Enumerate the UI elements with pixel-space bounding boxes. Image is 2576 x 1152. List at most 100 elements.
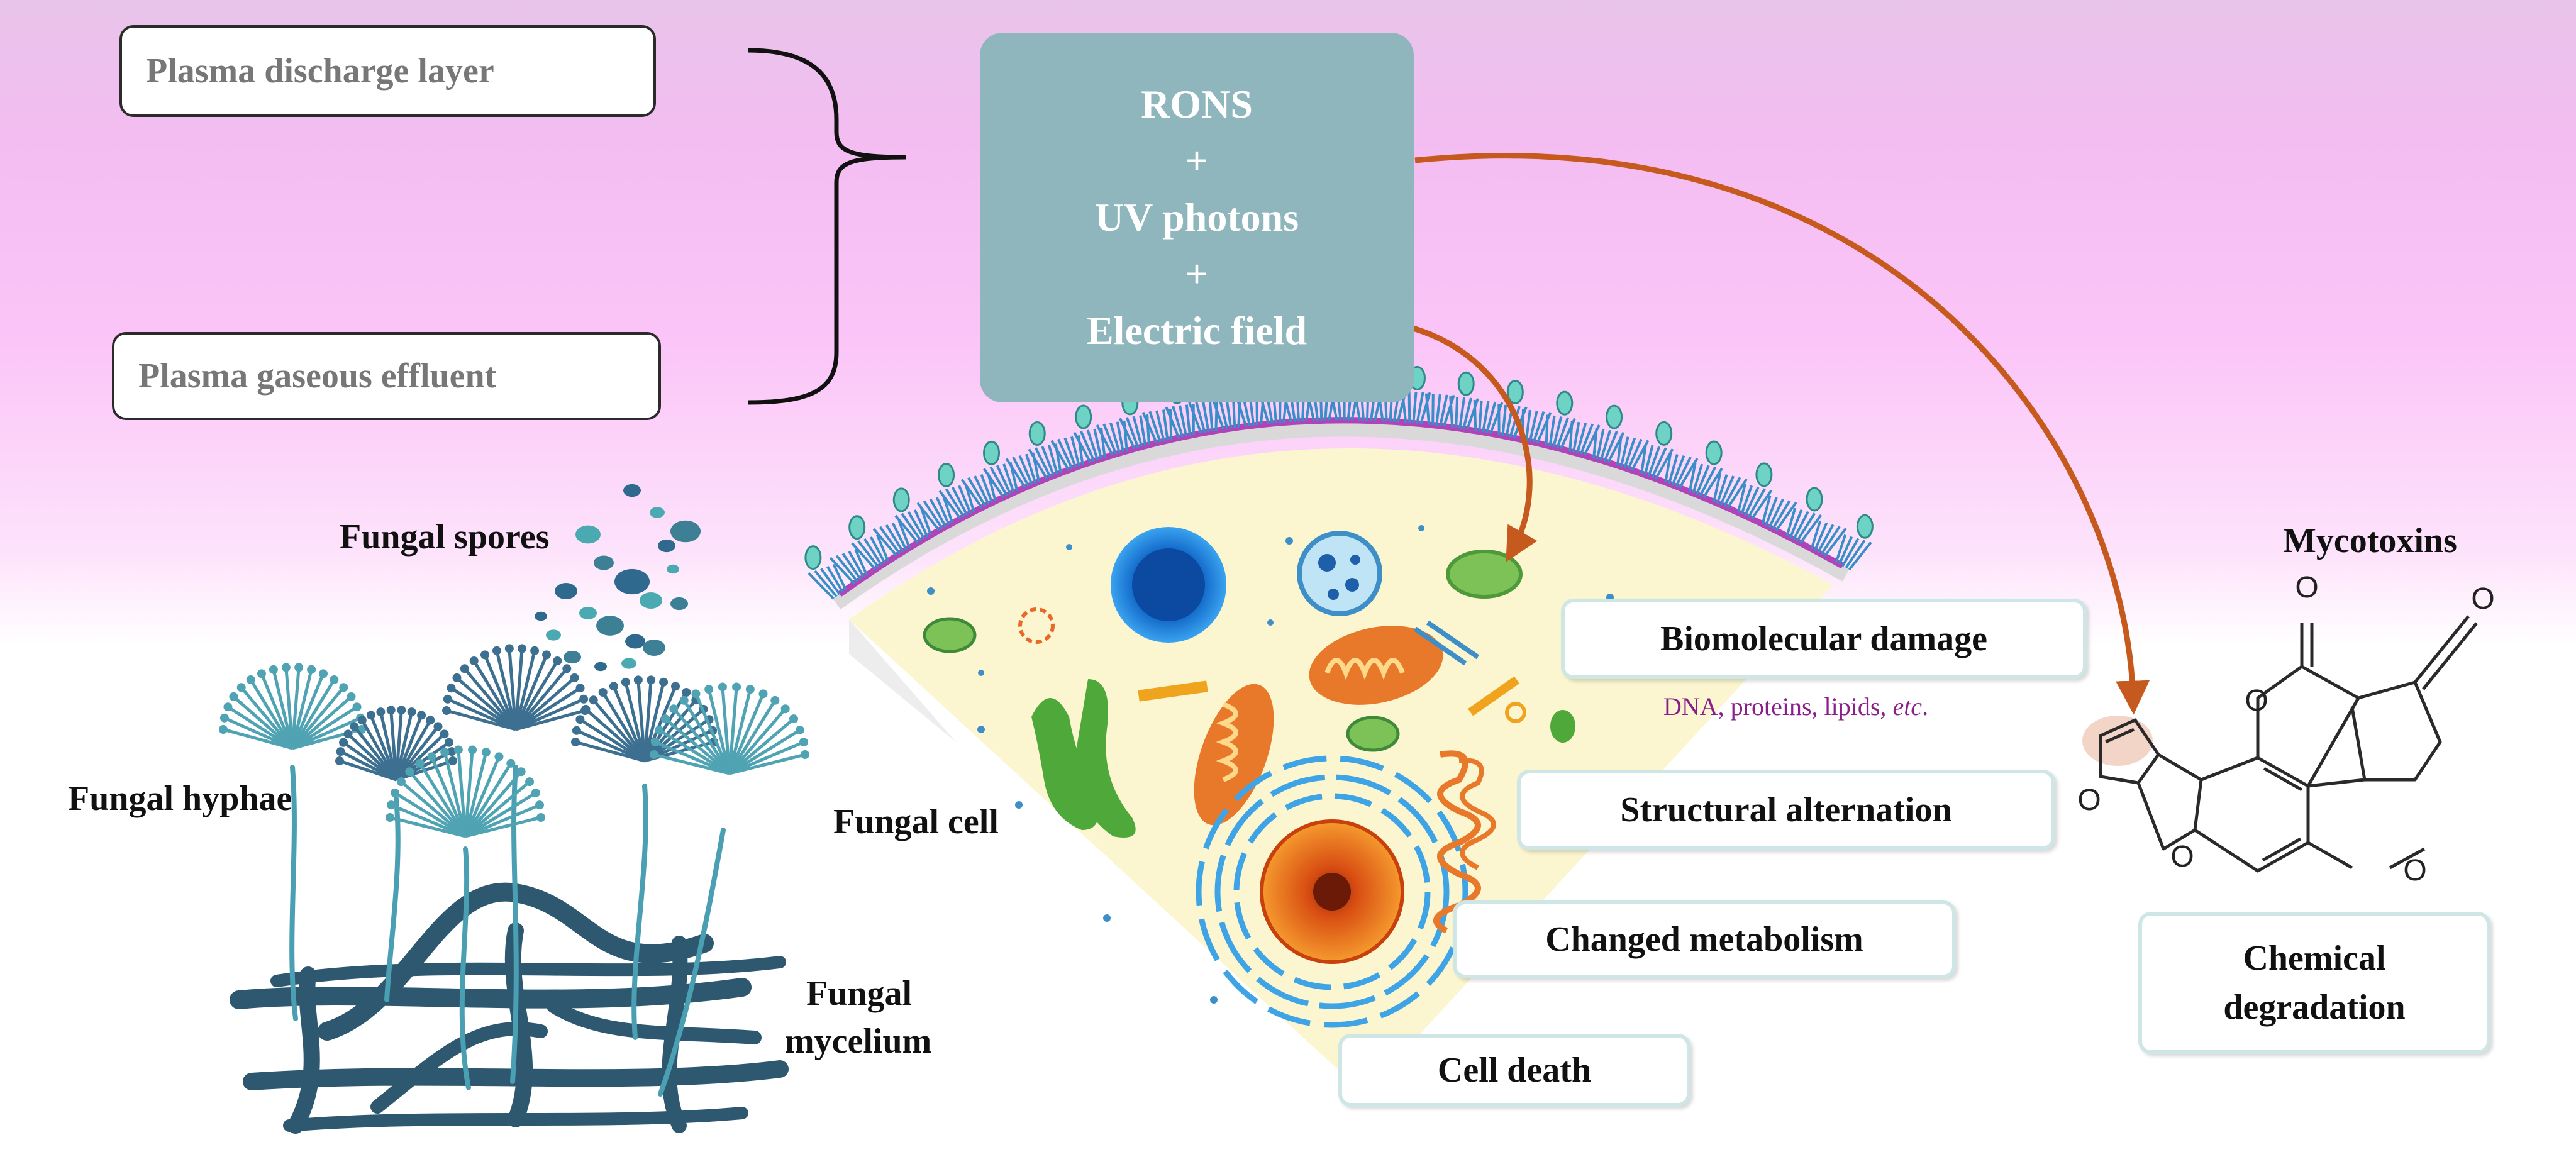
- hypha-filament: [464, 756, 501, 837]
- hypha-filament: [655, 740, 730, 775]
- hypha-tip: [223, 702, 233, 712]
- hyphae-stalks: [289, 765, 726, 1097]
- hypha-filament: [721, 687, 731, 774]
- receptor-stalk: [1109, 422, 1121, 453]
- receptor-stalk: [1141, 411, 1158, 444]
- receptor-stalk: [1424, 393, 1431, 425]
- hypha-tip: [229, 692, 238, 701]
- mycotoxins-label: Mycotoxins: [2283, 521, 2457, 560]
- arrow-to-mycotoxin: [1414, 153, 2150, 715]
- receptor-stalk: [1688, 462, 1697, 492]
- hypha-filament: [260, 673, 294, 749]
- hypha-tip: [426, 716, 435, 725]
- hypha-filament: [291, 678, 336, 750]
- receptor-head: [804, 545, 822, 570]
- receptor-stalk: [814, 570, 838, 597]
- hypha-filament: [249, 678, 294, 750]
- receptor-stalk: [879, 526, 901, 555]
- receptor-stalk: [1695, 465, 1710, 496]
- receptor-head: [1556, 390, 1574, 416]
- receptor-stalk: [1478, 400, 1483, 432]
- hypha-tip: [294, 663, 304, 672]
- hypha-tip: [795, 725, 804, 734]
- hypha-filament: [575, 740, 645, 763]
- spore: [579, 606, 597, 620]
- hypha-tip: [633, 675, 643, 685]
- plasma-discharge-layer-label: Plasma discharge layer: [146, 52, 494, 91]
- hypha-filament: [624, 682, 647, 762]
- receptor-stalk: [1799, 514, 1823, 544]
- receptor-stalk: [1419, 392, 1431, 424]
- hypha-filament: [223, 728, 293, 750]
- receptor-stalk: [919, 507, 932, 536]
- hypha-tip: [571, 738, 580, 746]
- fungal-cell-label: Fungal cell: [833, 802, 999, 841]
- chemical-degradation-box: Chemical degradation: [2138, 912, 2490, 1054]
- atom-oxygen-label: O: [2403, 854, 2426, 887]
- receptor-stalk: [1823, 527, 1847, 557]
- receptor-stalk: [1627, 438, 1643, 470]
- receptor-stalk: [1080, 430, 1096, 462]
- hypha-filament: [394, 710, 403, 780]
- structural-alternation-label: Structural alternation: [1620, 790, 1952, 829]
- receptor-stalk: [1172, 406, 1184, 438]
- hypha-filament: [389, 710, 398, 780]
- plasma-gaseous-effluent-box: Plasma gaseous effluent: [112, 332, 661, 420]
- receptor-stalk: [1188, 402, 1202, 434]
- hypha-tip: [679, 695, 689, 705]
- hypha-tip: [352, 702, 362, 712]
- hypha-tip: [468, 745, 477, 755]
- hypha-filament: [728, 693, 765, 774]
- receptor-stalk: [1070, 436, 1080, 467]
- atom-oxygen-label: O: [2295, 571, 2318, 604]
- hypha-filament: [728, 728, 801, 775]
- hypha-tip: [575, 715, 585, 724]
- receptor-stalk: [1699, 466, 1717, 497]
- receptor-stalk: [1838, 536, 1853, 565]
- hypha-tip: [780, 704, 790, 714]
- receptor-stalk: [1765, 497, 1778, 526]
- receptor-stalk: [1596, 429, 1605, 460]
- wedge-shadow: [849, 619, 956, 742]
- receptor-stalk: [1439, 394, 1448, 426]
- receptor-stalk: [1616, 435, 1623, 466]
- spore: [640, 592, 662, 609]
- hypha-filament: [446, 709, 516, 731]
- spore: [650, 507, 665, 518]
- receptor-stalk: [1211, 397, 1225, 430]
- receptor-stalk: [1063, 437, 1077, 468]
- hypha-filament: [643, 691, 688, 762]
- spore: [623, 484, 641, 497]
- receptor-stalk: [1018, 455, 1033, 485]
- receptor-head: [938, 462, 955, 487]
- spore: [621, 658, 636, 669]
- biomolecular-damage-box: Biomolecular damage: [1561, 599, 2087, 679]
- hypha-filament: [369, 714, 398, 780]
- receptor-stalk: [1592, 428, 1598, 458]
- hypha-tip: [219, 725, 228, 734]
- hypha-tip: [660, 714, 670, 724]
- receptor-stalk: [967, 477, 987, 507]
- receptor-stalk: [1716, 474, 1728, 504]
- hypha-tip: [758, 689, 768, 699]
- receptor-stalk: [1407, 391, 1411, 423]
- hypha-tip: [448, 756, 457, 765]
- receptor-stalk: [820, 568, 841, 595]
- receptor-stalk: [1845, 540, 1866, 569]
- biomolecular-detail-period: .: [1922, 692, 1929, 721]
- spore: [594, 555, 614, 570]
- receptor-stalk: [1139, 415, 1147, 446]
- hypha-tip: [452, 673, 462, 682]
- spore: [575, 525, 601, 544]
- hypha-filament: [400, 780, 467, 838]
- atom-oxygen-label: O: [2245, 684, 2268, 717]
- hypha-filament: [284, 667, 294, 749]
- vacuole-core: [1132, 548, 1205, 621]
- receptor-stalk: [1482, 401, 1490, 433]
- hypha-tip: [745, 685, 755, 694]
- plasma-agents-box: RONS + UV photons + Electric field: [980, 33, 1414, 402]
- hypha-filament: [447, 697, 517, 731]
- receptor-stalk: [938, 490, 962, 520]
- spore: [667, 564, 679, 574]
